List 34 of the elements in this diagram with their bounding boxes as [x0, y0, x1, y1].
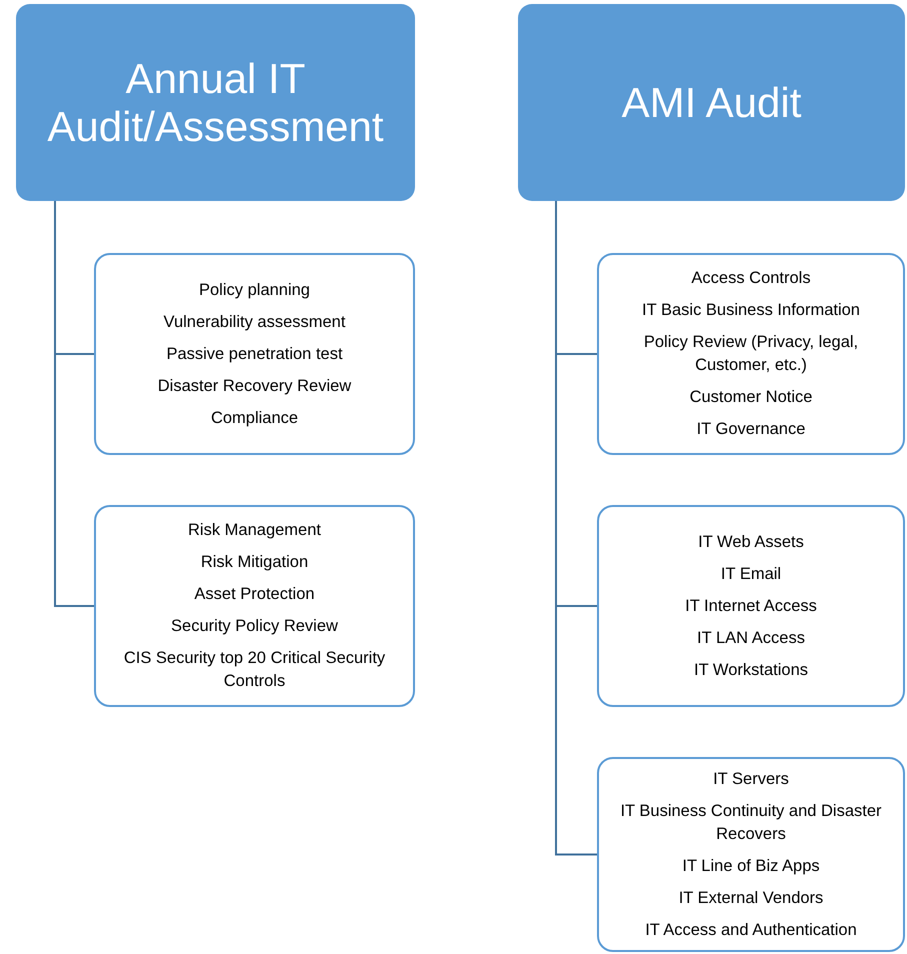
list-item: IT Line of Biz Apps — [682, 856, 820, 876]
list-item: Access Controls — [690, 268, 812, 289]
list-box — [597, 505, 905, 707]
list-item: Compliance — [210, 408, 298, 428]
list-item: IT Internet Access — [685, 596, 817, 616]
list-item: IT Servers — [713, 768, 789, 790]
list-box — [597, 757, 905, 952]
list-item: Vulnerability assessment — [164, 312, 346, 332]
list-item: IT Basic Business Information — [641, 300, 861, 321]
list-item: Passive penetration test — [166, 344, 343, 364]
list-item: Customer Notice — [688, 387, 814, 408]
list-box — [94, 505, 415, 707]
list-item: IT LAN Access — [697, 628, 805, 648]
list-item: Risk Management — [188, 520, 321, 541]
header-title: Annual IT Audit/Assessment — [46, 54, 385, 150]
list-item: IT Governance — [696, 419, 806, 440]
list-item: IT Web Assets — [698, 532, 804, 552]
list-item: Policy Review (Privacy, legal, Customer, etc.) — [642, 332, 860, 376]
header-box — [16, 4, 415, 201]
list-item: IT Business Continuity and Disaster Recovers — [619, 800, 883, 844]
list-item: Asset Protection — [194, 584, 315, 605]
list-item: Security Policy Review — [171, 616, 338, 637]
list-item: Disaster Recovery Review — [158, 376, 352, 396]
list-box — [94, 253, 415, 455]
header-title: AMI Audit — [622, 78, 802, 126]
list-item: IT Workstations — [694, 660, 808, 680]
list-item: CIS Security top 20 Critical Security Controls — [122, 648, 386, 692]
list-item: Policy planning — [199, 280, 310, 300]
list-item: IT Email — [720, 564, 782, 584]
list-item: IT Access and Authentication — [645, 920, 857, 940]
list-item: IT External Vendors — [678, 888, 824, 908]
list-item: Risk Mitigation — [200, 552, 308, 573]
header-box — [518, 4, 905, 201]
list-box — [597, 253, 905, 455]
